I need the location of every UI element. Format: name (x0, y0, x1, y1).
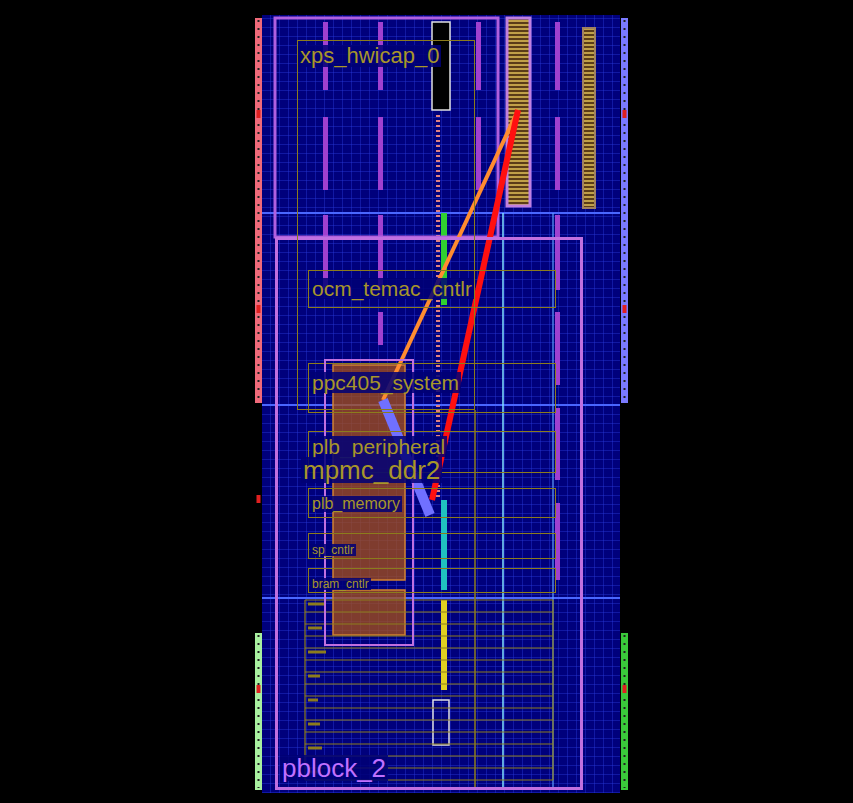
bram-site (433, 700, 449, 745)
instance-box: ocm_temac_cntlr (308, 270, 556, 308)
instance-name: bram_cntlr (310, 578, 371, 590)
io-bank (255, 18, 262, 403)
instance-box: xps_hwicap_0 (297, 40, 475, 410)
io-bank (621, 18, 628, 403)
instance-box: sp_cntlr (308, 533, 556, 559)
device-area (262, 15, 620, 793)
instance-name: plb_memory (310, 496, 402, 512)
routing-grid (262, 15, 620, 793)
bram-column (441, 500, 447, 590)
instance-name: ppc405_system (310, 372, 461, 393)
instance-box: ppc405_system (308, 363, 556, 413)
instance-name: plb_peripheral (310, 436, 447, 457)
io-pins (259, 20, 625, 788)
column-line (502, 213, 504, 790)
region-label: pblock_2 (280, 755, 388, 781)
instance-name: ocm_temac_cntlr (310, 278, 474, 299)
instance-name: xps_hwicap_0 (298, 45, 441, 67)
pblock-outline (275, 18, 498, 237)
clock-region-line (262, 213, 620, 598)
instance-name: sp_cntlr (310, 544, 356, 556)
bram-column (441, 600, 447, 690)
region-label: mpmc_ddr2 (301, 457, 442, 483)
io-marker (259, 110, 625, 693)
pblock-region: ocm_temac_cntlr ppc405_system plb_peripher… (275, 237, 583, 790)
instance-outline (305, 600, 553, 780)
instance-box: bram_cntlr (308, 568, 556, 593)
ratsnest-line (383, 110, 518, 400)
dsp-column (583, 28, 595, 208)
instance-box: plb_memory (308, 488, 556, 518)
io-bank (255, 633, 262, 790)
io-bank (621, 633, 628, 790)
